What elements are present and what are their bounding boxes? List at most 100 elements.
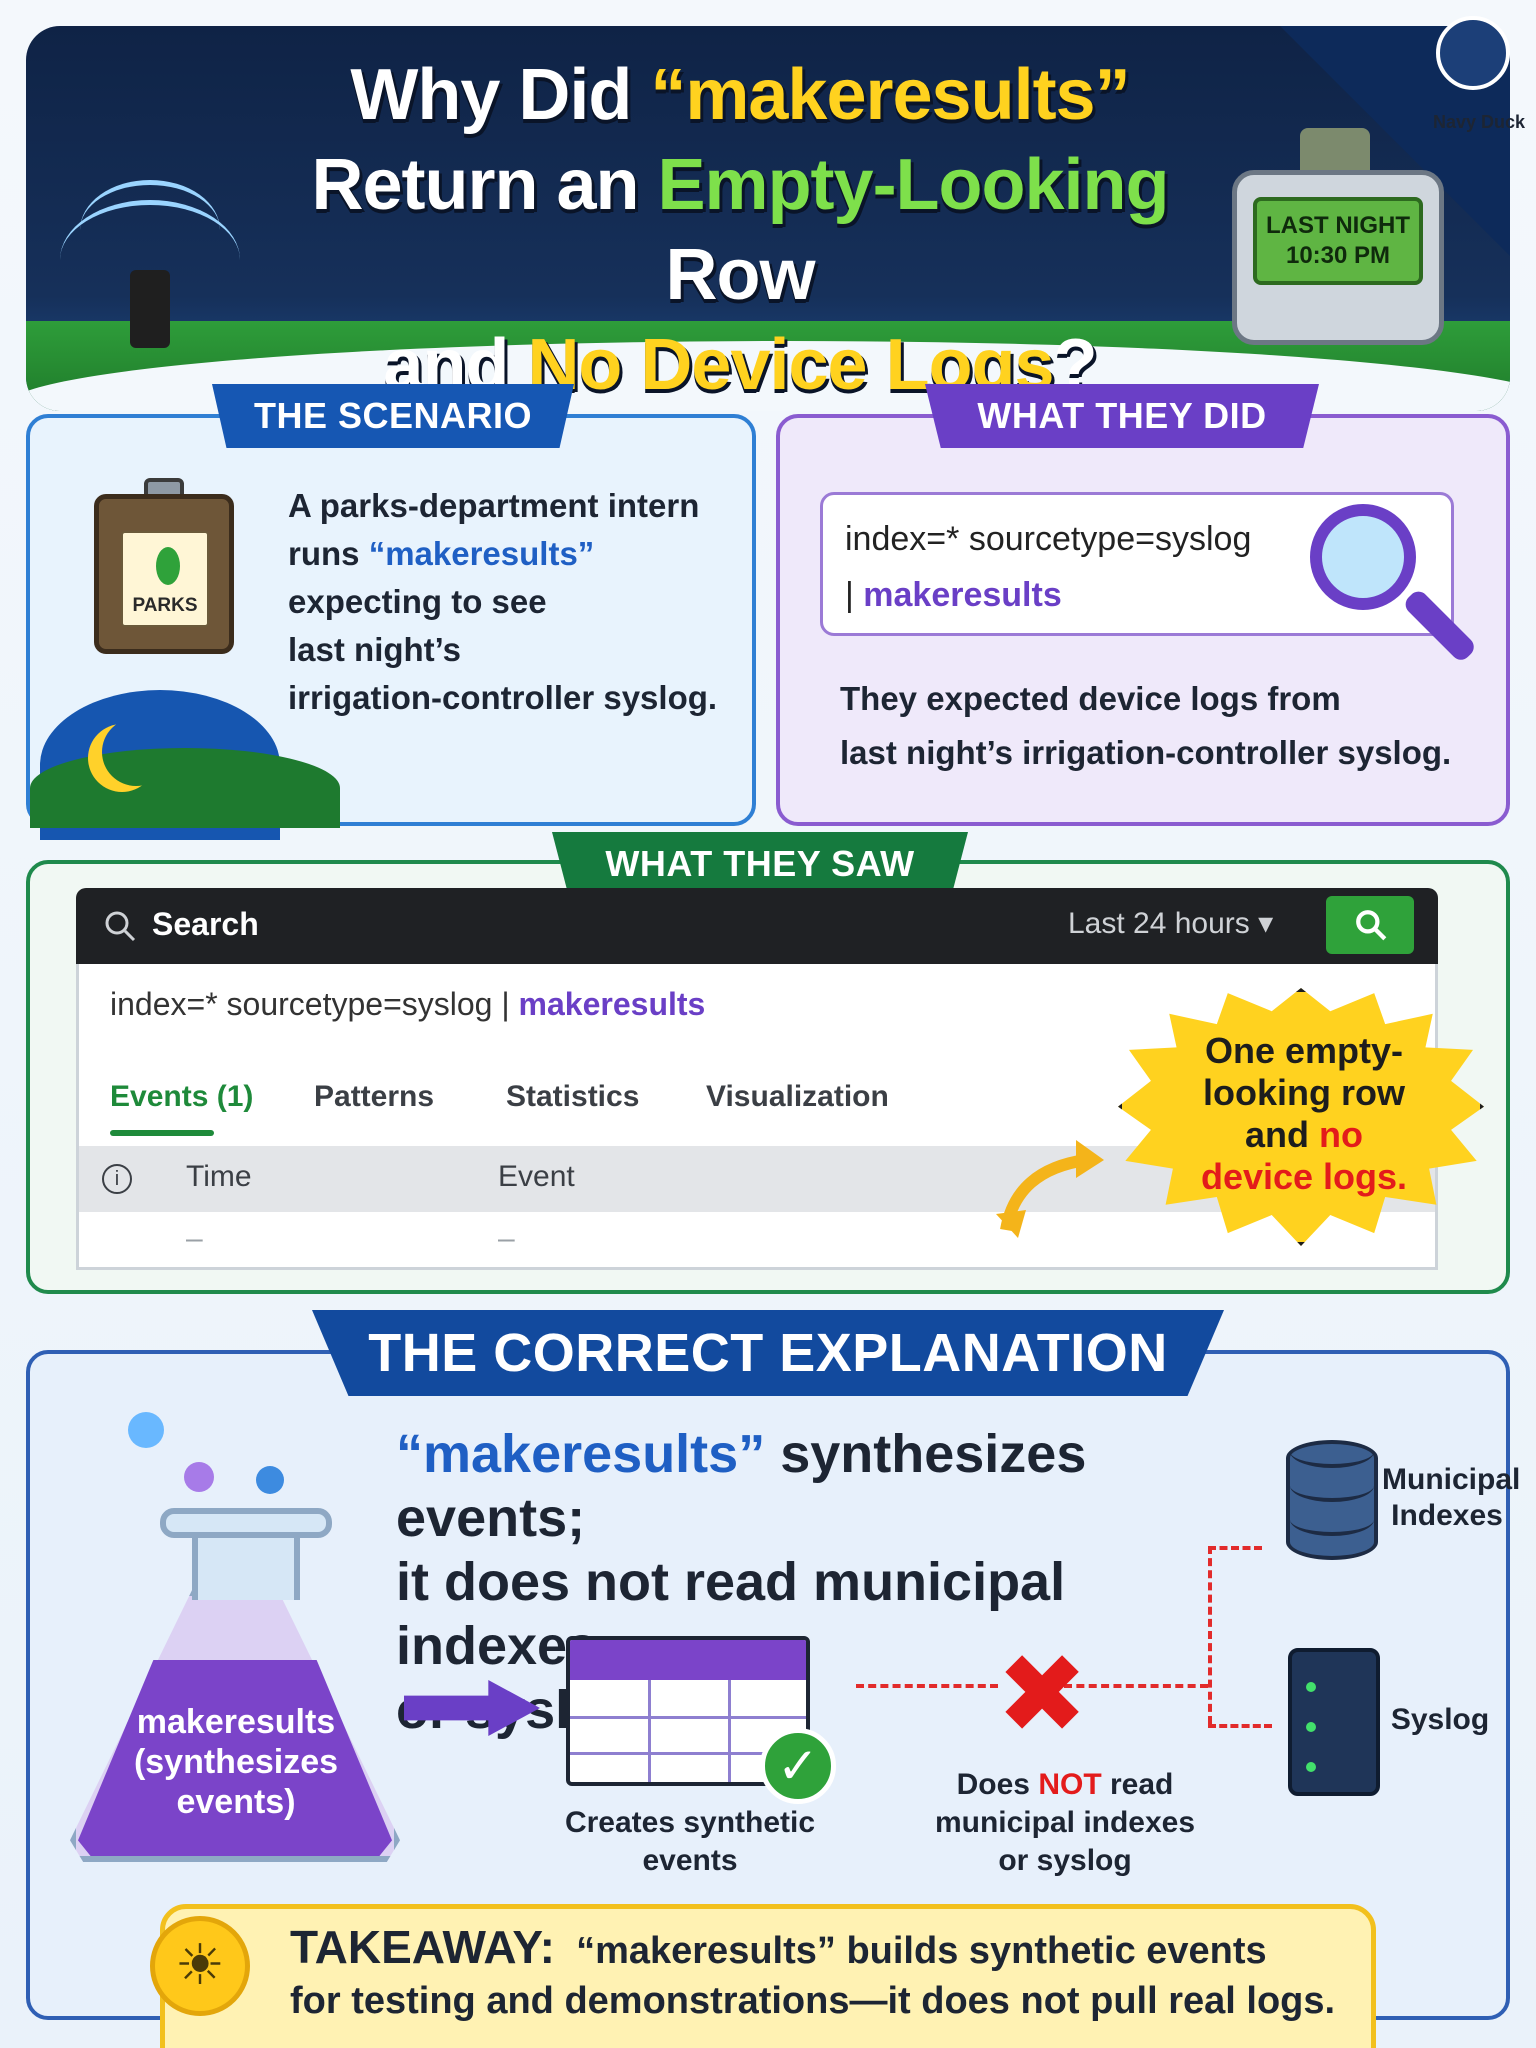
query-base: index=* sourcetype=syslog | (110, 986, 519, 1022)
flask-label: makeresults (synthesizes events) (120, 1702, 352, 1822)
flask-line: events) (176, 1783, 296, 1821)
bubble-icon (128, 1412, 164, 1448)
table-header-bar (570, 1640, 806, 1680)
caption-line: Creates synthetic (564, 1806, 816, 1839)
db-ring (1290, 1484, 1374, 1502)
table-icon (566, 1636, 810, 1786)
duck-mascot-icon (1436, 16, 1510, 90)
clipboard-icon: PARKS (94, 494, 234, 654)
checkmark-icon: ✓ (760, 1728, 836, 1804)
dashed-link (856, 1684, 998, 1688)
scenario-text: A parks-department intern runs “makeresu… (288, 482, 738, 722)
caption-part: Does (956, 1768, 1039, 1801)
tab-events[interactable]: Events (1) (110, 1080, 254, 1113)
did-line: last night’s irrigation-controller syslo… (840, 734, 1452, 771)
search-submit-button[interactable] (1326, 896, 1414, 954)
makeresults-term: “makeresults” (396, 1424, 766, 1484)
parks-sign-label: PARKS (132, 595, 198, 616)
callout-emphasis: no (1319, 1114, 1363, 1155)
empty-time-cell: – (186, 1222, 203, 1255)
scenario-line: A parks-department intern (288, 487, 700, 524)
server-icon (1288, 1648, 1380, 1796)
time-range-value: Last 24 hours (1068, 907, 1250, 940)
heading-part: synthesizes events; (396, 1424, 1087, 1548)
info-icon[interactable]: i (102, 1164, 132, 1194)
lightbulb-icon: ☀ (150, 1916, 250, 2016)
dashed-link (1064, 1684, 1208, 1688)
dashed-link (1208, 1724, 1272, 1728)
query-line-1: index=* sourcetype=syslog (845, 520, 1252, 558)
grid-line (648, 1680, 651, 1782)
caption-line: municipal indexes (934, 1806, 1196, 1839)
takeaway-box (160, 1904, 1376, 2048)
sprinkler-icon (130, 270, 170, 348)
flask-rim (160, 1508, 332, 1538)
search-bar (76, 888, 1438, 964)
tab-statistics[interactable]: Statistics (506, 1080, 640, 1113)
heading-line: it does not read municipal indexes (396, 1552, 1066, 1676)
no-read-caption: Does NOT read municipal indexes or syslo… (920, 1766, 1210, 1880)
callout-line: One empty- (1204, 1030, 1404, 1071)
scenario-line: irrigation-controller syslog. (288, 679, 718, 716)
takeaway-label: TAKEAWAY: (290, 1921, 555, 1973)
server-light (1306, 1762, 1316, 1772)
takeaway-line: “makeresults” builds synthetic events (576, 1930, 1267, 1972)
makeresults-command: makeresults (863, 576, 1062, 614)
bubble-icon (184, 1462, 214, 1492)
search-icon (1356, 910, 1387, 941)
scenario-line: expecting to see (288, 583, 547, 620)
device-valve (1300, 128, 1370, 174)
dashed-link (1208, 1546, 1212, 1724)
did-line: They expected device logs from (840, 680, 1341, 717)
callout-line: and (1245, 1114, 1320, 1155)
caption-line: or syslog (998, 1844, 1132, 1877)
callout-line: looking row (1203, 1072, 1405, 1113)
scenario-title: THE SCENARIO (212, 384, 574, 448)
magnifying-glass-icon (1310, 504, 1416, 610)
irrigation-timer-icon: LAST NIGHT 10:30 PM (1232, 170, 1444, 345)
db-ring (1290, 1450, 1374, 1468)
search-query[interactable]: index=* sourcetype=syslog | makeresults (110, 986, 705, 1023)
database-icon (1286, 1440, 1378, 1560)
what-they-saw-title: WHAT THEY SAW (552, 832, 968, 896)
municipal-indexes-label: Municipal Indexes (1382, 1462, 1520, 1534)
callout-text: One empty- looking row and no device log… (1164, 1030, 1444, 1198)
column-time[interactable]: Time (186, 1160, 252, 1193)
caption-line: events (642, 1844, 738, 1877)
takeaway-text: TAKEAWAY: “makeresults” builds synthetic… (290, 1922, 1370, 2026)
active-tab-underline (110, 1130, 214, 1136)
time-range-picker[interactable]: Last 24 hours ▾ (1068, 906, 1273, 941)
page-title: Why Did “makeresults” Return an Empty-Lo… (311, 55, 1170, 405)
syslog-label: Syslog (1390, 1703, 1490, 1736)
leaf-icon (156, 547, 180, 585)
grid-line (570, 1716, 806, 1719)
timer-line-1: LAST NIGHT (1266, 212, 1410, 239)
tab-visualization[interactable]: Visualization (706, 1080, 889, 1113)
bushes (30, 748, 340, 828)
curved-arrow-icon (996, 1140, 1104, 1238)
flask-line: makeresults (136, 1703, 336, 1741)
tab-patterns[interactable]: Patterns (314, 1080, 435, 1113)
grid-line (728, 1680, 731, 1782)
did-text: They expected device logs from last nigh… (840, 672, 1500, 780)
server-light (1306, 1722, 1316, 1732)
bubble-icon (256, 1466, 284, 1494)
grid-line (570, 1752, 806, 1755)
caption-emphasis: NOT (1038, 1768, 1102, 1801)
caption-part: read (1101, 1768, 1174, 1801)
pipe: | (845, 576, 864, 614)
timer-display: LAST NIGHT 10:30 PM (1253, 197, 1423, 285)
explanation-title: THE CORRECT EXPLANATION (312, 1310, 1224, 1396)
dashed-link (1208, 1546, 1262, 1550)
server-light (1306, 1682, 1316, 1692)
synthetic-caption: Creates synthetic events (556, 1804, 824, 1880)
what-they-did-title: WHAT THEY DID (925, 384, 1319, 448)
empty-event-cell: – (498, 1222, 515, 1255)
parks-sign: PARKS (121, 531, 209, 627)
callout-emphasis: device logs. (1200, 1156, 1408, 1197)
chevron-down-icon: ▾ (1258, 907, 1274, 940)
query-command: makeresults (518, 986, 706, 1022)
column-event[interactable]: Event (498, 1160, 575, 1193)
explanation-heading: “makeresults” synthesizes events; it doe… (396, 1422, 1216, 1742)
